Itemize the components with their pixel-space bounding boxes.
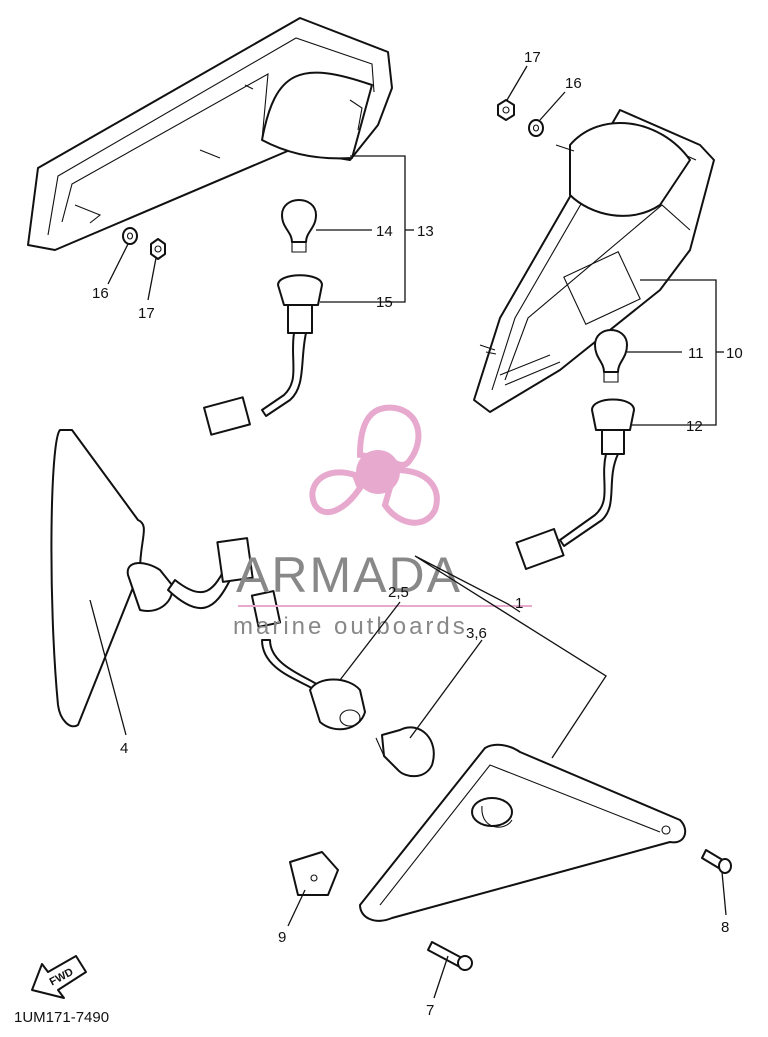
watermark-brand: ARMADA [236,547,462,603]
callout-16-left: 16 [92,285,109,302]
rear-lamp-left [27,17,393,251]
propeller-logo [309,404,440,526]
callout-14: 14 [376,223,393,240]
callout-7: 7 [426,1002,434,1019]
nut-17-left [150,238,166,260]
socket-front [250,590,366,731]
rear-lamp-right [473,109,715,413]
washer-16-top [528,119,544,137]
screw-8 [701,849,732,874]
callout-2-5: 2,5 [388,584,409,601]
callout-9: 9 [278,929,286,946]
clip-9 [289,851,339,896]
socket-left-rear [203,274,323,436]
callout-16-top: 16 [565,75,582,92]
front-flasher-right [359,743,687,922]
callout-11: 11 [688,345,704,362]
screw-7 [427,941,473,971]
callout-8: 8 [721,919,729,936]
callout-10: 10 [726,345,743,362]
bulb-right-rear [594,329,628,383]
callout-3-6: 3,6 [466,625,487,642]
callout-17-top: 17 [524,49,541,66]
callout-15: 15 [376,294,393,311]
watermark: ARMADA marine outboards [233,404,532,640]
leader-lines [89,65,727,999]
callouts: 1 2,5 3,6 4 7 8 9 10 11 12 13 14 15 16 1… [92,49,743,1019]
bulb-front [375,726,435,778]
catalog-code: 1UM171-7490 [14,1009,109,1026]
callout-17-left: 17 [138,305,155,322]
fwd-arrow: FWD [31,955,87,999]
washer-16-left [122,227,138,245]
bulb-left-rear [281,199,317,253]
callout-12: 12 [686,418,703,435]
socket-right-rear [515,398,635,570]
front-flasher-left [50,429,254,728]
callout-1: 1 [515,595,523,612]
callout-4: 4 [120,740,128,757]
nut-17-top [497,99,515,121]
watermark-subtitle: marine outboards [233,613,468,640]
callout-13: 13 [417,223,434,240]
